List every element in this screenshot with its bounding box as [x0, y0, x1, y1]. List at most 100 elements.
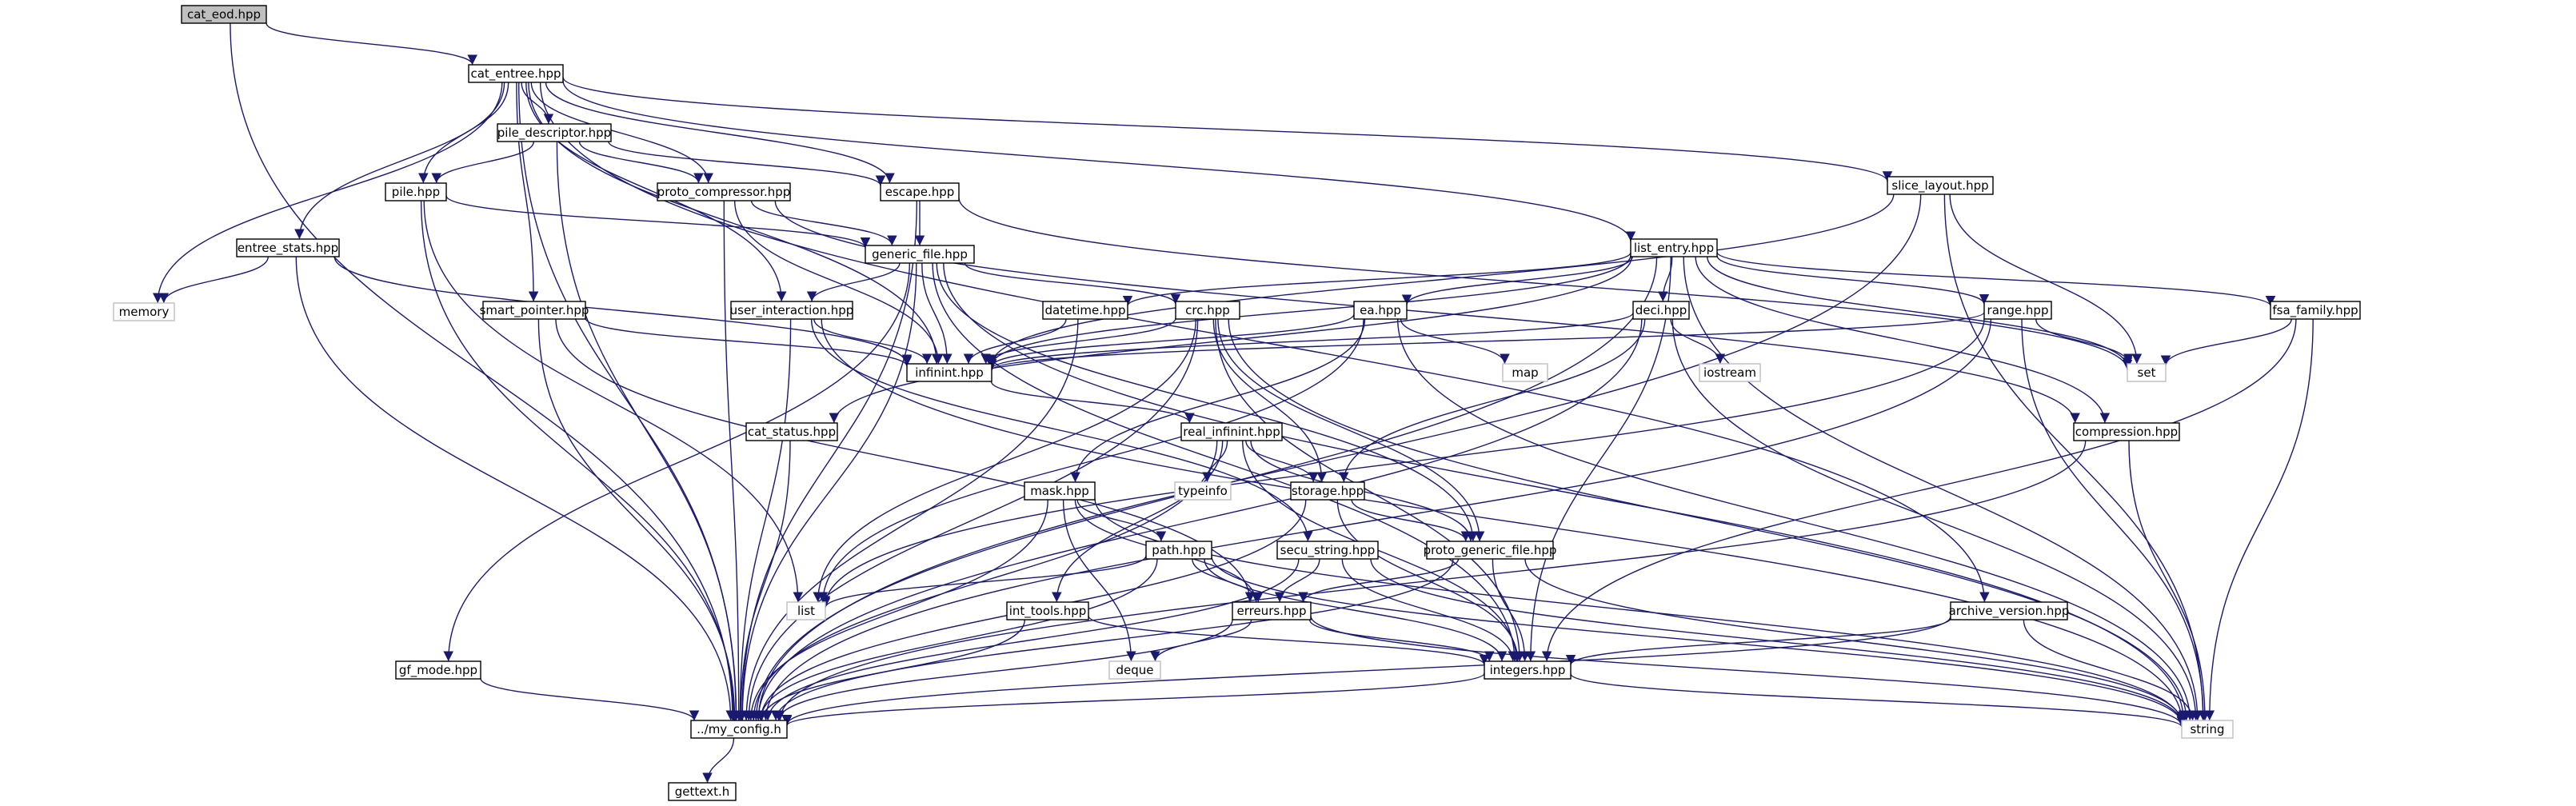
node-erreurs[interactable]: erreurs.hpp: [1232, 601, 1312, 620]
edge-ea-to-map: [1400, 318, 1510, 365]
node-box: [657, 182, 791, 202]
node-cat-status[interactable]: cat_status.hpp: [745, 422, 838, 441]
node-crc[interactable]: crc.hpp: [1175, 301, 1240, 320]
node-path[interactable]: path.hpp: [1145, 541, 1212, 560]
edge-path-to-string: [1211, 556, 2187, 725]
node-memory: memory: [113, 302, 175, 321]
node-mask[interactable]: mask.hpp: [1024, 481, 1096, 501]
node-user-interaction[interactable]: user_interaction.hpp: [730, 301, 854, 320]
edge-cat_entree-to-list_entry: [562, 80, 1636, 241]
edge-cat_entree-to-entree_stats: [294, 82, 505, 240]
node-gettext[interactable]: gettext.h: [668, 782, 737, 801]
edge-slice_layout-to-infinint: [986, 194, 1895, 365]
node-cat-entree[interactable]: cat_entree.hpp: [468, 64, 564, 83]
edge-ea-to-list: [817, 318, 1364, 603]
node-real-infinint[interactable]: real_infinint.hpp: [1180, 422, 1283, 441]
edge-secu_string-to-string: [1370, 558, 2187, 724]
node-gf-mode[interactable]: gf_mode.hpp: [395, 660, 481, 680]
node-secu-string[interactable]: secu_string.hpp: [1276, 541, 1379, 560]
node-label: int_tools.hpp: [1009, 604, 1087, 619]
edge-erreurs-to-my_config: [773, 619, 1233, 721]
edge-cat_entree-to-memory: [152, 82, 503, 304]
node-escape[interactable]: escape.hpp: [880, 182, 960, 202]
node-box: [2127, 363, 2167, 382]
node-proto-compressor[interactable]: proto_compressor.hpp: [657, 182, 791, 202]
node-range[interactable]: range.hpp: [1983, 301, 2052, 320]
node-list-entry[interactable]: list_entry.hpp: [1630, 238, 1718, 257]
node-label: path.hpp: [1152, 543, 1205, 557]
edge-mask-to-my_config: [745, 499, 1048, 721]
node-smart-pointer[interactable]: smart_pointer.hpp: [480, 301, 589, 320]
node-box: [1232, 601, 1312, 620]
node-box: [1887, 176, 1994, 195]
edge-proto_generic_file-to-erreurs: [1298, 558, 1460, 603]
node-pile[interactable]: pile.hpp: [385, 182, 447, 202]
node-deque: deque: [1108, 660, 1161, 680]
node-label: smart_pointer.hpp: [480, 303, 589, 318]
edge-generic_file-to-user_interaction: [806, 262, 901, 302]
node-integers[interactable]: integers.hpp: [1484, 660, 1572, 680]
node-pile-descriptor[interactable]: pile_descriptor.hpp: [497, 123, 612, 142]
edge-archive_version-to-my_config: [781, 616, 1951, 725]
node-label: compression.hpp: [2075, 425, 2178, 439]
node-label: real_infinint.hpp: [1183, 425, 1280, 440]
node-label: archive_version.hpp: [1949, 604, 2070, 619]
node-box: [468, 64, 564, 83]
edge-list_entry-to-set: [1707, 256, 2133, 368]
node-label: range.hpp: [1987, 303, 2049, 317]
node-label: fsa_family.hpp: [2272, 303, 2358, 318]
edge-list_entry-to-infinint: [986, 255, 1631, 365]
edge-cat_entree-to-smart_pointer: [516, 82, 539, 302]
node-label: slice_layout.hpp: [1891, 178, 1988, 194]
node-label: cat_status.hpp: [748, 425, 836, 440]
node-box: [730, 301, 853, 320]
node-layer: cat_eod.hppcat_entree.hpp../my_config.hg…: [113, 5, 2361, 801]
node-datetime[interactable]: datetime.hpp: [1042, 301, 1128, 320]
node-slice-layout[interactable]: slice_layout.hpp: [1887, 176, 1994, 195]
node-box: [113, 302, 175, 321]
node-list: list: [786, 601, 826, 620]
node-infinint[interactable]: infinint.hpp: [906, 363, 992, 382]
node-storage[interactable]: storage.hpp: [1290, 481, 1365, 501]
edge-real_infinint-to-storage: [1245, 440, 1319, 483]
node-label: mask.hpp: [1030, 484, 1089, 498]
edge-erreurs-to-integers: [1308, 619, 1495, 662]
node-cat-eod[interactable]: cat_eod.hpp: [181, 5, 267, 24]
node-proto-generic-file[interactable]: proto_generic_file.hpp: [1424, 541, 1557, 560]
node-label: secu_string.hpp: [1280, 543, 1376, 558]
node-compression[interactable]: compression.hpp: [2073, 422, 2180, 441]
edge-crc-to-proto_generic_file: [1217, 318, 1485, 542]
node-label: pile.hpp: [392, 185, 440, 199]
node-box: [1180, 422, 1283, 441]
edge-list_entry-to-cat_status: [829, 256, 1632, 424]
edge-user_interaction-to-secu_string: [810, 318, 1313, 542]
edge-cat_entree-to-user_interaction: [525, 82, 787, 302]
edge-fsa_family-to-string: [2204, 318, 2314, 721]
node-box: [865, 245, 975, 264]
node-label: integers.hpp: [1490, 663, 1566, 677]
edge-my_config-to-gettext: [702, 737, 735, 784]
edge-range-to-set: [2035, 318, 2134, 365]
edge-deci-to-string: [1671, 318, 2201, 721]
node-box: [497, 123, 612, 142]
node-label: ea.hpp: [1360, 303, 1401, 317]
node-ea[interactable]: ea.hpp: [1353, 301, 1408, 320]
edge-pile_descriptor-to-my_config: [556, 141, 741, 721]
edge-proto_compressor-to-my_config: [723, 200, 744, 721]
node-int-tools[interactable]: int_tools.hpp: [1006, 601, 1089, 620]
node-box: [668, 782, 737, 801]
node-box: [786, 601, 826, 620]
node-deci[interactable]: deci.hpp: [1632, 301, 1690, 320]
node-box: [1006, 601, 1089, 620]
node-archive-version[interactable]: archive_version.hpp: [1949, 601, 2070, 620]
node-generic-file[interactable]: generic_file.hpp: [865, 245, 975, 264]
edge-ea-to-string: [1397, 318, 2195, 721]
node-entree-stats[interactable]: entree_stats.hpp: [236, 238, 340, 257]
edge-generic_file-to-gf_mode: [443, 262, 910, 662]
edge-escape-to-my_config: [737, 200, 917, 721]
node-label: string: [2190, 722, 2224, 736]
edge-entree_stats-to-my_config: [295, 256, 736, 721]
node-my-config[interactable]: ../my_config.h: [690, 720, 788, 739]
edge-secu_string-to-my_config: [762, 558, 1300, 721]
node-fsa-family[interactable]: fsa_family.hpp: [2270, 301, 2361, 320]
